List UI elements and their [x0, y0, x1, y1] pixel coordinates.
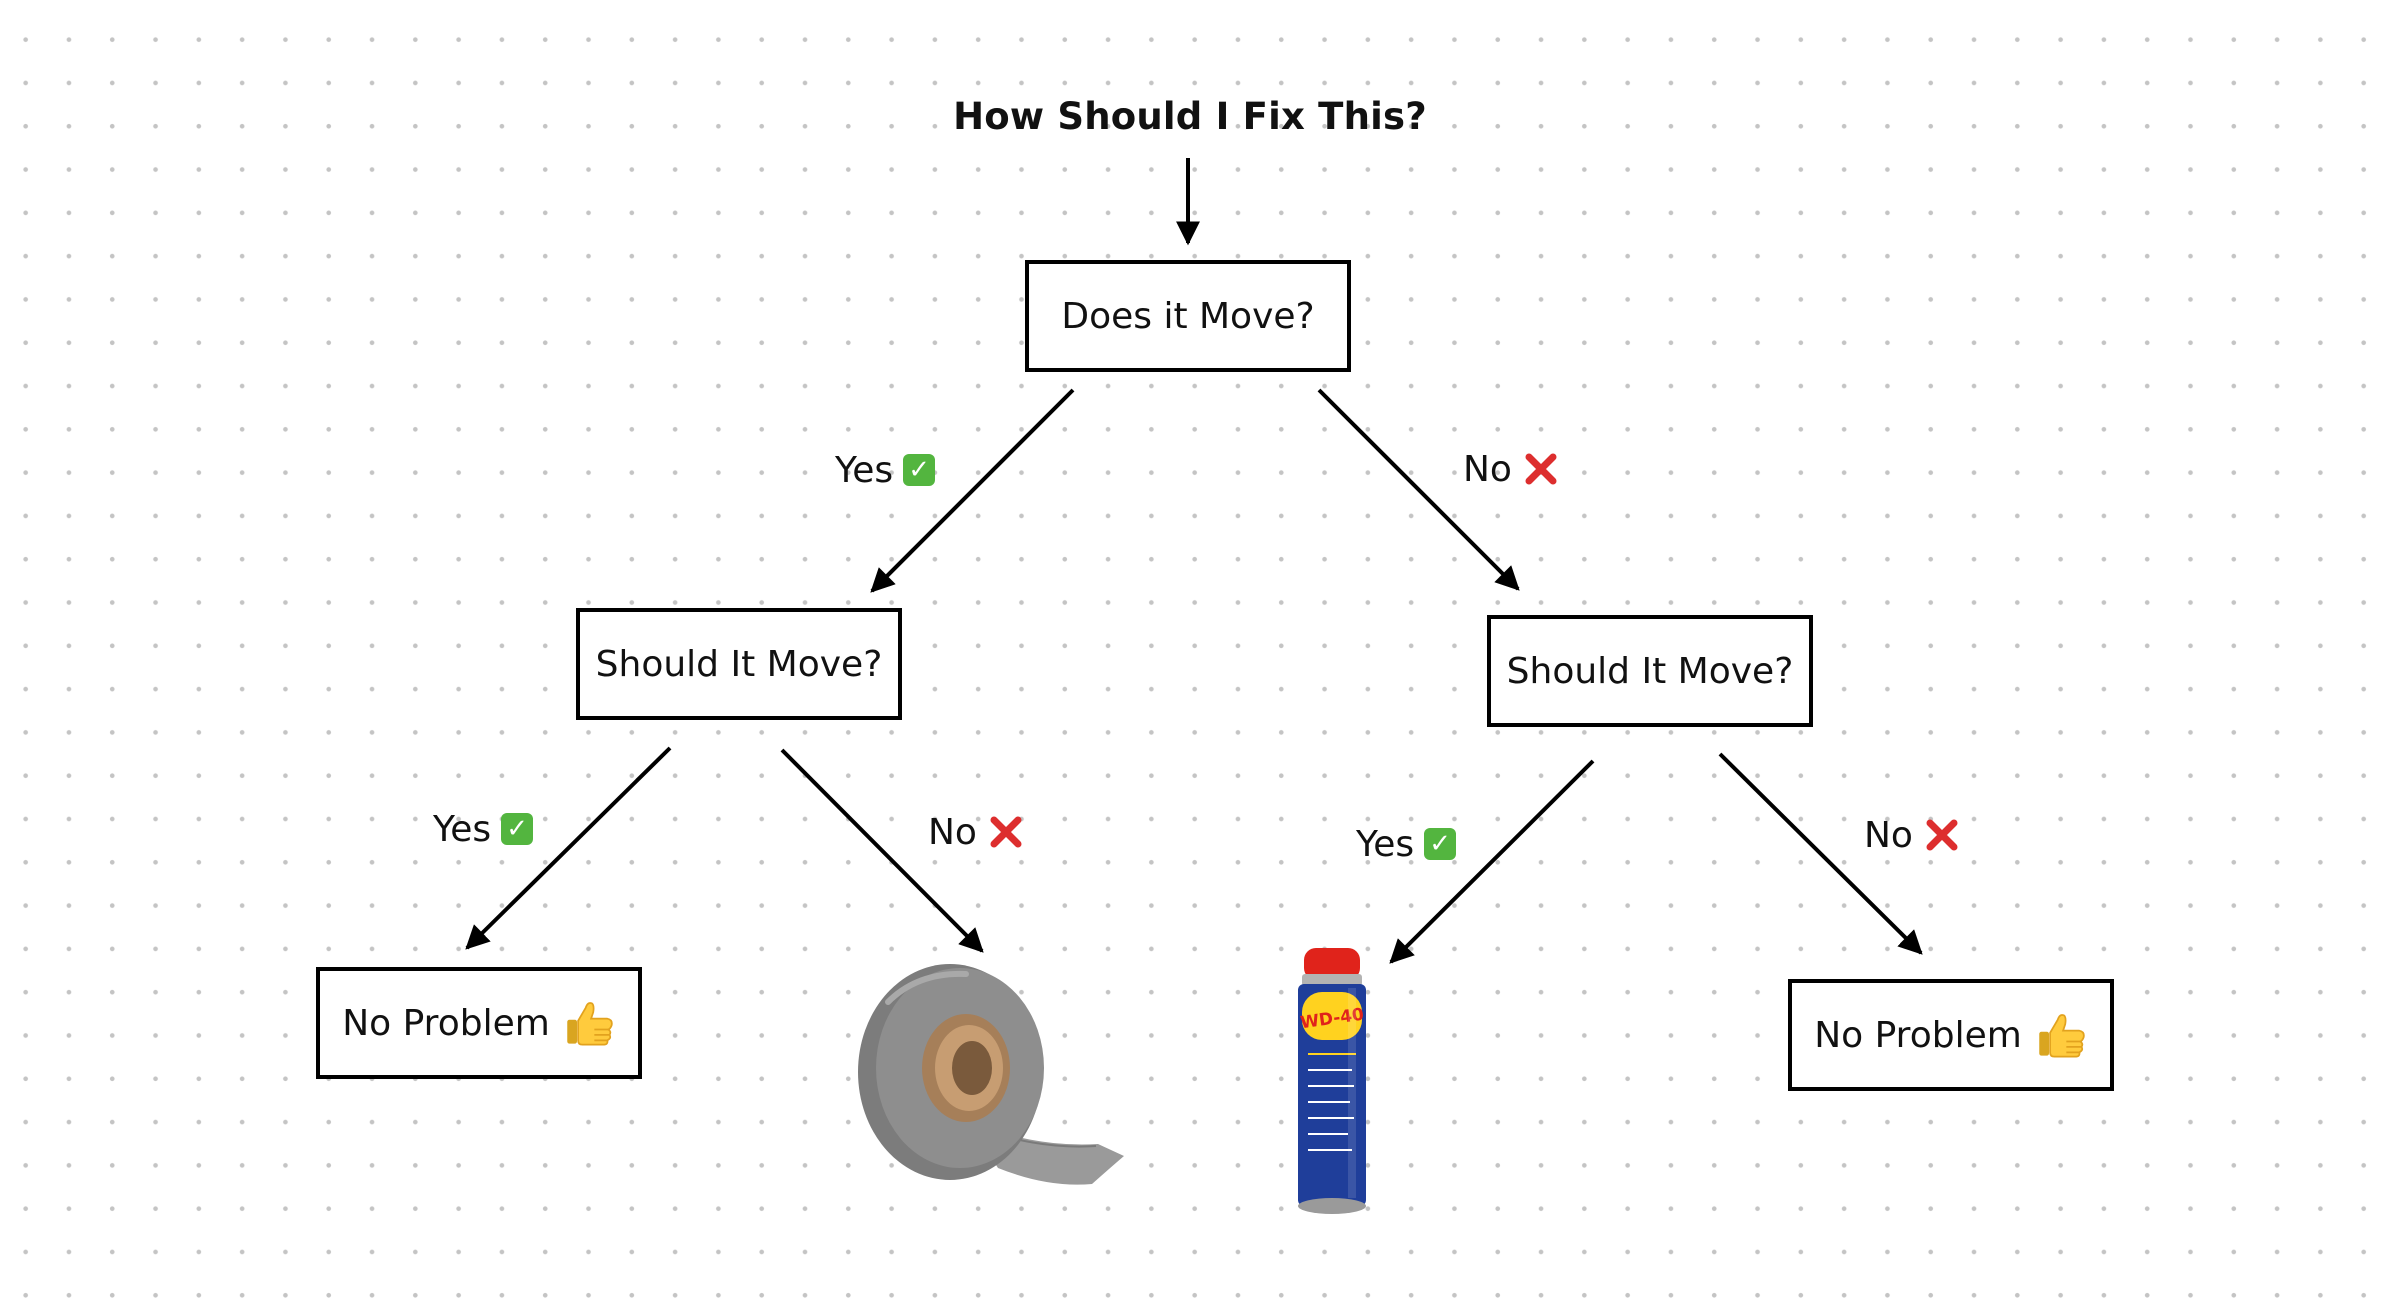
thumbs-up-icon	[2036, 1009, 2088, 1061]
diagram-title: How Should I Fix This?	[953, 94, 1427, 138]
edge-label-text: No	[1864, 814, 1913, 856]
right-no-result-node: No Problem	[1788, 979, 2114, 1091]
check-mark-icon: ✓	[501, 813, 534, 845]
edge-label-text: No	[1463, 448, 1512, 490]
thumbs-up-icon	[564, 997, 616, 1049]
root-node: Does it Move?	[1025, 260, 1351, 372]
cross-mark-icon	[1522, 450, 1560, 488]
edge-label-root-yes: Yes ✓	[835, 442, 936, 498]
arrow-right-yes	[1389, 759, 1595, 964]
check-mark-icon: ✓	[903, 454, 936, 486]
edge-label-text: Yes	[1356, 823, 1415, 865]
duct-tape-image	[848, 962, 1128, 1192]
arrow-left-yes	[465, 746, 672, 950]
cross-mark-icon	[987, 813, 1025, 851]
edge-label-left-yes: Yes ✓	[433, 801, 534, 857]
edge-label-root-no: No	[1463, 441, 1560, 497]
right-node-label: Should It Move?	[1506, 650, 1794, 692]
edge-label-left-no: No	[928, 804, 1025, 860]
left-yes-result-label: No Problem	[342, 1002, 550, 1044]
cross-mark-icon	[1923, 816, 1961, 854]
check-mark-icon: ✓	[1424, 828, 1457, 860]
arrow-root-no	[1317, 388, 1520, 591]
left-node: Should It Move?	[576, 608, 902, 720]
edge-label-text: Yes	[835, 449, 894, 491]
arrow-root-yes	[870, 388, 1075, 593]
edge-label-right-no: No	[1864, 807, 1961, 863]
edge-label-text: Yes	[433, 808, 492, 850]
wd40-can-image: WD-40	[1290, 944, 1374, 1219]
edge-label-right-yes: Yes ✓	[1356, 816, 1457, 872]
arrow-left-no	[780, 748, 984, 953]
left-yes-result-node: No Problem	[316, 967, 642, 1079]
edge-label-text: No	[928, 811, 977, 853]
root-node-label: Does it Move?	[1061, 295, 1315, 337]
arrow-right-no	[1718, 752, 1923, 955]
right-no-result-label: No Problem	[1814, 1014, 2022, 1056]
left-node-label: Should It Move?	[595, 643, 883, 685]
right-node: Should It Move?	[1487, 615, 1813, 727]
